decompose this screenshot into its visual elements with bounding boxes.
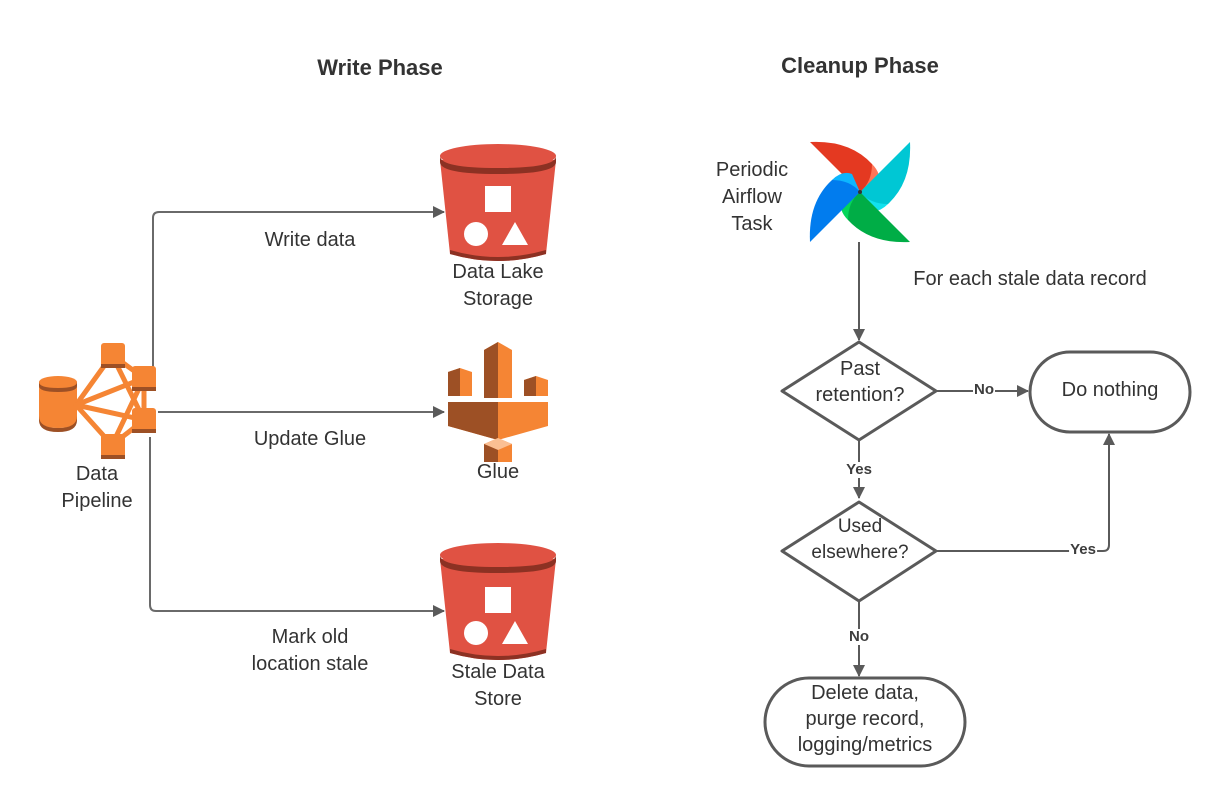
airflow-pinwheel-icon <box>809 141 911 243</box>
label-line: Storage <box>462 288 534 310</box>
label-line: Store <box>474 688 522 710</box>
label-line: purge record, <box>805 708 925 730</box>
s3-bucket-icon <box>440 543 556 660</box>
label-line: retention? <box>815 384 905 406</box>
label-line: Pipeline <box>61 490 133 512</box>
edge-decision2-yes <box>936 433 1115 552</box>
edge-label-d1-no: No <box>973 381 995 398</box>
label-line: Delete data, <box>811 682 919 704</box>
label-line: Stale Data <box>451 661 545 683</box>
edge-label-mark-stale: Mark old location stale <box>252 624 369 678</box>
decision-past-retention-text: Past retention? <box>816 356 905 408</box>
label-line: Past <box>839 358 881 380</box>
decision-used-elsewhere-text: Used elsewhere? <box>811 514 908 566</box>
label-line: elsewhere? <box>811 542 909 563</box>
label-line: Data <box>75 463 119 485</box>
terminal-do-nothing-shape <box>1028 350 1192 434</box>
edge-label-d1-yes: Yes <box>845 461 873 478</box>
edge-label-d2-no: No <box>848 628 870 645</box>
label-line: Used <box>837 516 883 537</box>
airflow-task-label: Periodic Airflow Task <box>716 157 788 238</box>
s3-bucket-icon <box>440 144 556 261</box>
terminal-do-nothing: Do nothing <box>1061 379 1159 401</box>
cleanup-phase-title: Cleanup Phase <box>781 53 939 78</box>
glue-label: Glue <box>476 461 520 483</box>
label-line: Task <box>731 213 773 235</box>
data-lake-storage-label: Data Lake Storage <box>452 259 543 313</box>
edge-label-d2-yes: Yes <box>1069 541 1097 558</box>
aws-glue-icon <box>448 342 548 462</box>
data-pipeline-label: Data Pipeline <box>61 461 132 515</box>
write-phase-title: Write Phase <box>317 55 443 80</box>
label-line: Airflow <box>721 186 783 208</box>
edge-label-write-data: Write data <box>264 229 356 251</box>
terminal-delete-data: Delete data, purge record, logging/metri… <box>798 680 933 758</box>
stale-data-store-label: Stale Data Store <box>451 659 544 713</box>
label-line: Data Lake <box>452 261 544 283</box>
terminal-delete-shape <box>763 676 967 768</box>
label-line: logging/metrics <box>797 734 933 756</box>
edge-mark-stale <box>149 437 445 617</box>
edge-label-update-glue: Update Glue <box>253 428 367 450</box>
label-line: location stale <box>251 653 369 675</box>
loop-label: For each stale data record <box>913 268 1147 290</box>
label-line: Mark old <box>271 626 349 648</box>
edge-write-data <box>152 206 445 370</box>
decision-used-elsewhere <box>780 500 938 603</box>
data-pipeline-icon <box>39 343 156 459</box>
label-line: Periodic <box>715 159 789 181</box>
decision-past-retention <box>780 340 938 442</box>
